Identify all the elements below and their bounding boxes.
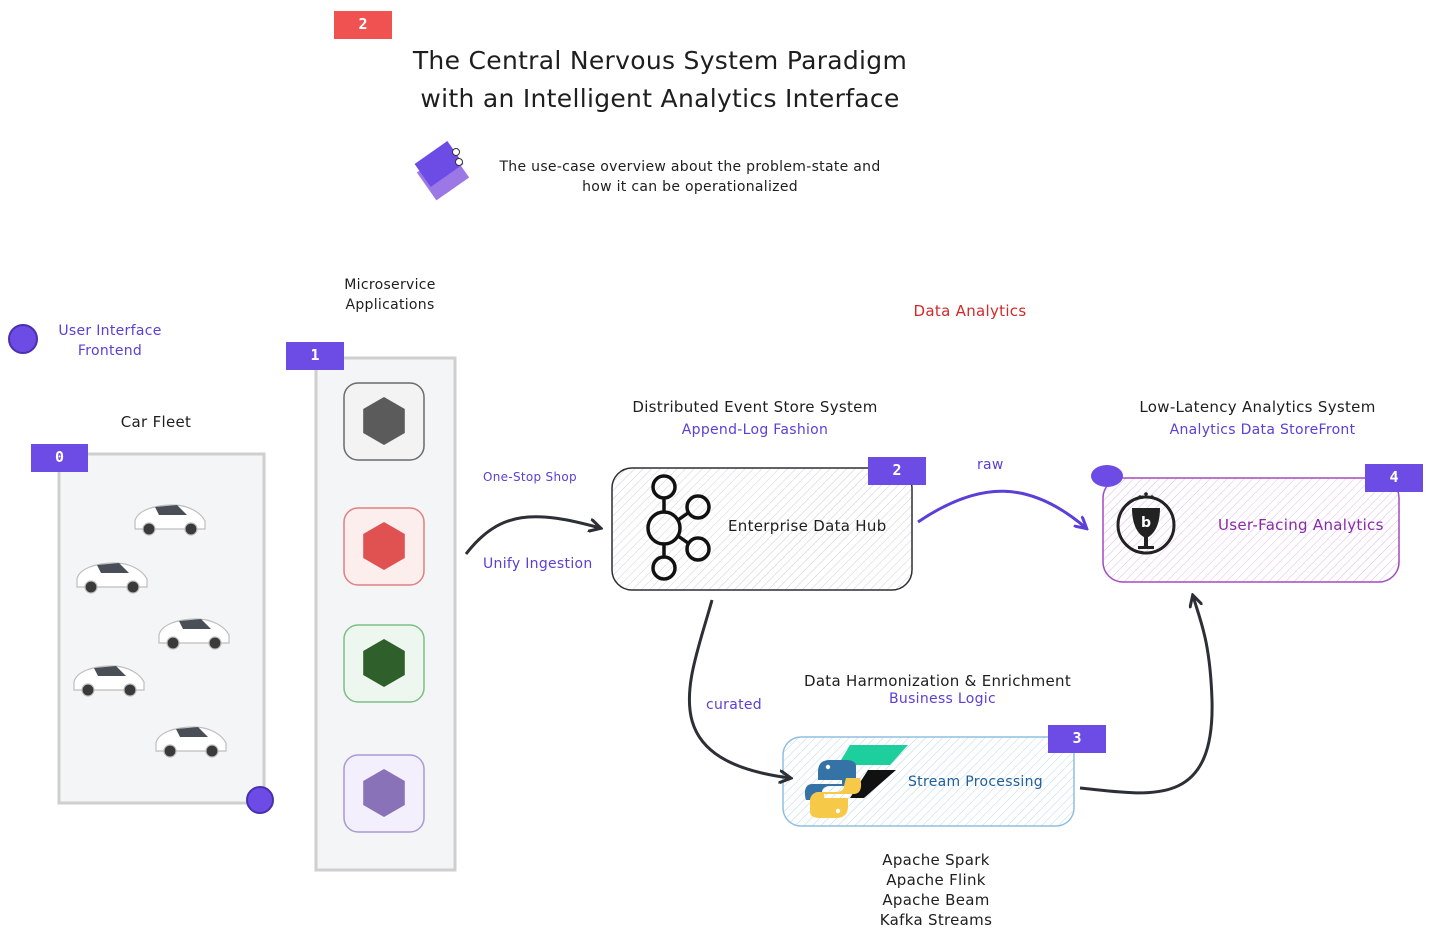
analytics-title: Low-Latency Analytics System	[1139, 398, 1376, 416]
raw-label: raw	[977, 457, 1004, 473]
stream-subtitle: Business Logic	[889, 691, 996, 707]
ui-legend-label: User Interface Frontend	[40, 321, 180, 361]
stream-title: Data Harmonization & Enrichment	[803, 672, 1072, 690]
curated-label: curated	[706, 697, 762, 713]
hub-badge: 2	[868, 457, 926, 485]
python-icon	[804, 745, 908, 818]
microservice-app-purple[interactable]	[343, 754, 425, 833]
microservice-label-line-2: Applications	[345, 297, 435, 313]
raw-arrow	[917, 489, 1086, 528]
analytics-label: User-Facing Analytics	[1218, 516, 1384, 534]
analytics-subtitle: Analytics Data StoreFront	[1169, 422, 1356, 438]
microservice-app-red[interactable]	[343, 507, 425, 586]
car-icon	[73, 665, 145, 697]
engine-item: Apache Beam	[882, 891, 990, 909]
microservice-label: Microservice Applications	[320, 275, 460, 315]
analytics-box	[1102, 477, 1400, 583]
analytics-ui-dot[interactable]	[1091, 465, 1123, 487]
header-badge: 2	[334, 11, 392, 39]
stream-engines: Apache Spark Apache Flink Apache Beam Ka…	[856, 850, 1016, 930]
microservice-badge: 1	[286, 342, 344, 370]
kafka-icon	[646, 474, 711, 581]
car-icons	[73, 504, 230, 758]
microservice-label-line-1: Microservice	[344, 277, 436, 293]
hexagon-icon	[363, 522, 405, 570]
car-fleet-ui-dot[interactable]	[246, 786, 274, 814]
hexagon-icon	[363, 769, 405, 817]
title-line-1: The Central Nervous System Paradigm	[412, 46, 908, 75]
ui-legend-dot	[8, 324, 38, 354]
note-line-2: how it can be operationalized	[582, 179, 798, 195]
car-icon	[155, 726, 227, 758]
note-icon	[414, 141, 470, 201]
car-icon	[76, 562, 148, 594]
ingest-arrow	[464, 515, 600, 555]
car-icon	[134, 504, 206, 536]
ingest-top-label: One-Stop Shop	[483, 470, 577, 484]
title-line-2: with an Intelligent Analytics Interface	[420, 84, 900, 113]
car-fleet-label: Car Fleet	[120, 413, 192, 431]
car-fleet-badge: 0	[31, 444, 88, 472]
analytics-badge: 4	[1365, 464, 1423, 492]
legend-line-1: User Interface	[58, 323, 162, 339]
stream-to-analytics-arrow	[1079, 596, 1214, 795]
svg-text:b: b	[1141, 515, 1151, 531]
engine-item: Apache Spark	[882, 851, 990, 869]
page-title: The Central Nervous System Paradigm with…	[340, 42, 980, 118]
stream-badge: 3	[1048, 725, 1106, 753]
hub-subtitle: Append-Log Fashion	[681, 422, 829, 438]
microservice-app-green[interactable]	[343, 624, 425, 703]
legend-line-2: Frontend	[77, 343, 143, 359]
note-line-1: The use-case overview about the problem-…	[499, 159, 881, 175]
hexagon-icon	[363, 639, 405, 687]
microservice-app-gray[interactable]	[343, 382, 425, 461]
pinot-icon: b	[1116, 492, 1176, 555]
hexagon-icon	[363, 397, 405, 445]
header-note: The use-case overview about the problem-…	[470, 157, 910, 197]
engine-item: Kafka Streams	[879, 911, 993, 929]
hub-title: Distributed Event Store System	[632, 398, 878, 416]
ingest-bottom-label: Unify Ingestion	[483, 556, 593, 572]
car-icon	[158, 618, 230, 650]
curated-arrow	[687, 599, 790, 778]
engine-item: Apache Flink	[886, 871, 986, 889]
hub-label: Enterprise Data Hub	[728, 517, 887, 535]
section-title: Data Analytics	[913, 302, 1027, 320]
hub-box	[611, 467, 913, 591]
stream-label: Stream Processing	[908, 774, 1043, 790]
